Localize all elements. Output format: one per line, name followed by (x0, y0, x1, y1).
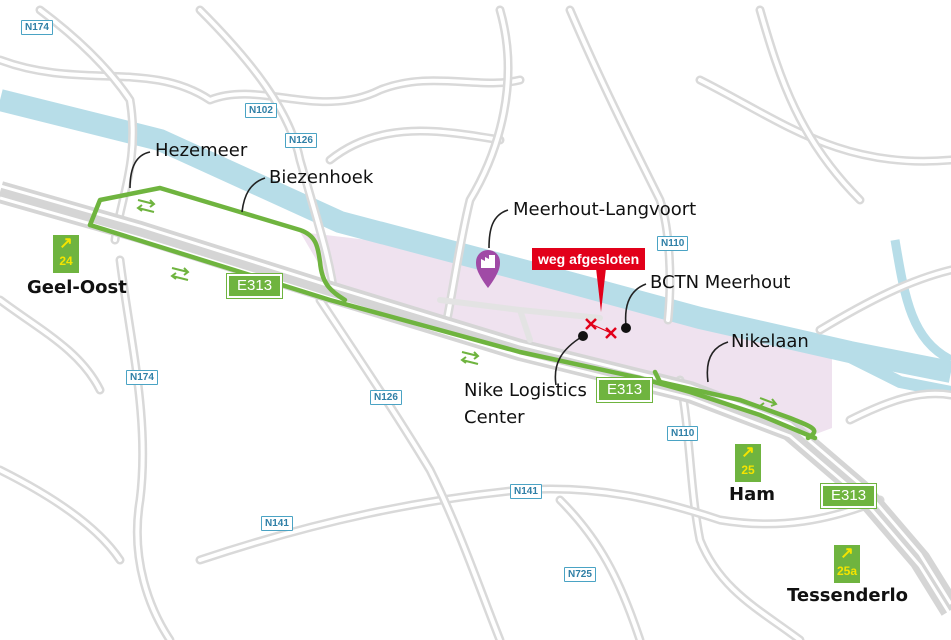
road-badge-n110: N110 (657, 236, 689, 251)
highway-label-e313: E313 (225, 273, 284, 299)
town-geel-oost: Geel-Oost (27, 277, 127, 298)
local-roads (0, 5, 951, 640)
canal-branch (837, 346, 951, 398)
exit-25-marker[interactable]: ↗ 25 (735, 444, 761, 482)
road-badge-n174: N174 (126, 370, 158, 385)
leader-lines (129, 151, 729, 386)
label-nikelaan: Nikelaan (731, 331, 809, 352)
town-tessenderlo: Tessenderlo (787, 585, 909, 606)
label-meerhout-langvoort: Meerhout-Langvoort (513, 199, 697, 220)
canal-branch-2 (890, 239, 951, 365)
factory-pin-icon[interactable] (476, 250, 500, 288)
highway-label-e313: E313 (819, 483, 878, 509)
label-biezenhoek: Biezenhoek (269, 167, 374, 188)
town-ham: Ham (729, 484, 775, 505)
exit-number: 25 (741, 463, 755, 477)
label-nike-logistics-line1: Nike Logistics (464, 380, 587, 401)
exit-arrow-icon: ↗ (840, 545, 854, 562)
exit-25a-marker[interactable]: ↗ 25a (834, 545, 860, 583)
nike-marker (578, 331, 588, 341)
bctn-marker (621, 323, 631, 333)
industrial-road (437, 297, 603, 343)
label-nike-logistics-line2: Center (464, 407, 525, 428)
road-badge-n102: N102 (245, 103, 277, 118)
road-badge-n126: N126 (285, 133, 317, 148)
road-badge-n126: N126 (370, 390, 402, 405)
road-badge-n141: N141 (510, 484, 542, 499)
x-icon (585, 318, 617, 339)
road-badge-n110: N110 (667, 426, 699, 441)
road-badge-n174: N174 (21, 20, 53, 35)
label-hezemeer: Hezemeer (155, 140, 248, 161)
exit-arrow-icon: ↗ (59, 235, 73, 252)
exit-number: 25a (836, 564, 858, 578)
road-badge-n141: N141 (261, 516, 293, 531)
exit-number: 24 (59, 254, 73, 268)
road-closed-label: weg afgesloten (532, 248, 646, 270)
exit-24-marker[interactable]: ↗ 24 (53, 235, 79, 273)
exit-arrow-icon: ↗ (741, 444, 755, 461)
label-bctn-meerhout: BCTN Meerhout (650, 272, 791, 293)
road-badge-n725: N725 (564, 567, 596, 582)
closure-pointer (596, 268, 606, 312)
two-way-arrows-icon (136, 199, 778, 413)
highway-label-e313: E313 (595, 377, 654, 403)
